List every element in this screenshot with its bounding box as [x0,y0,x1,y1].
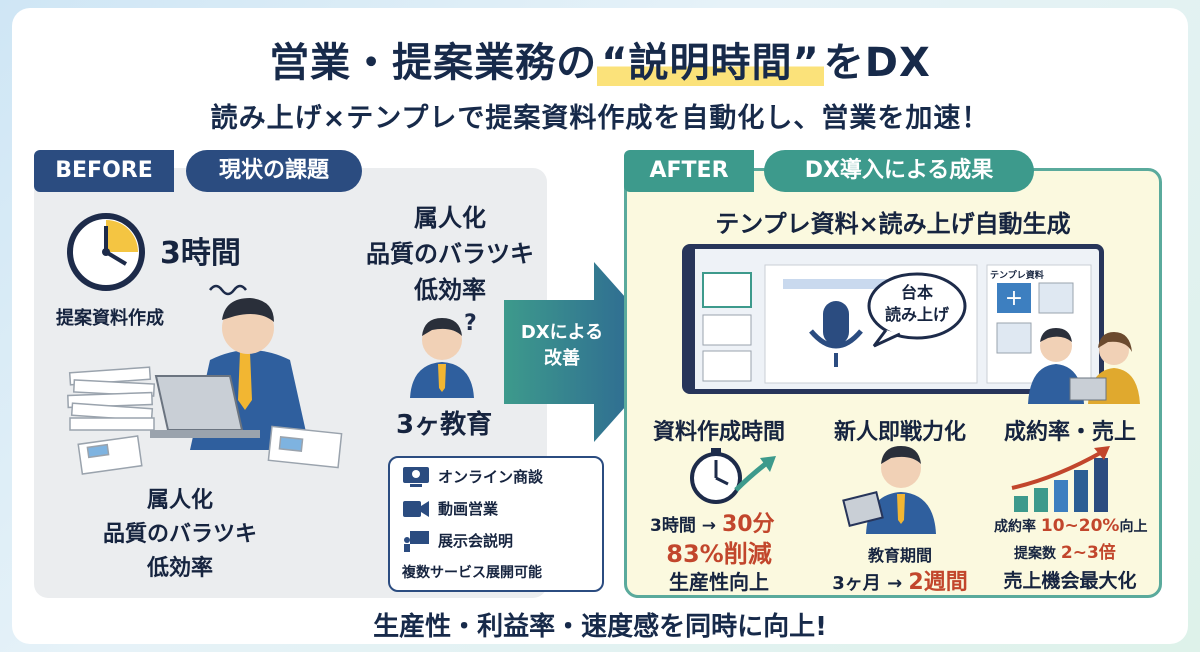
metric-3-proposal-value: 2~3倍 [1060,543,1116,563]
metric-2-title: 新人即戦力化 [833,420,966,445]
channel-online: オンライン商談 [438,468,544,486]
metric-3-proposal: 提案数 2~3倍 [1014,538,1116,563]
confused-trainee-illustration: ? [410,311,477,398]
title-pre: 営業・提案業務の [269,40,598,86]
bottom-message: 生産性・利益率・速度感を同時に向上! [373,612,827,642]
trainee-tablet-illustration [842,446,936,534]
business-people-illustration [1028,328,1140,404]
issue-top-1: 属人化 [414,204,486,232]
metric-3-proposal-label: 提案数 [1014,546,1056,562]
title-highlight: “説明時間” [597,40,824,86]
issue-bottom-3: 低効率 [146,556,213,581]
clock-icon [67,213,145,291]
stressed-worker-illustration [67,284,343,475]
channel-presentation: 展示会説明 [438,532,514,550]
channels-box: オンライン商談 動画営業 展示会説明 複数サービス展開可能 [388,456,604,592]
arrow-line-1: DXによる [520,322,604,343]
arrow-label: DXによる 改善 [504,320,620,372]
video-icon [403,501,429,517]
issues-bottom: 属人化 品質のバラツキ 低効率 [90,484,270,586]
page-subtitle: 読み上げ×テンプレで提案資料作成を自動化し、営業を加速！ [210,103,990,134]
metric-1-note: 生産性向上 [669,570,769,594]
metric-3-rate-suffix: 向上 [1119,519,1148,535]
title-post: をDX [823,40,931,86]
online-meeting-icon [403,467,429,487]
issue-bottom-2: 品質のバラツキ [102,522,257,547]
template-label: テンプレ資料 [990,271,1044,281]
metric-3-rate: 成約率 10~20%向上 [994,516,1147,536]
metric-1-to: 30分 [721,512,775,537]
issues-top: 属人化 品質のバラツキ 低効率 [360,200,540,308]
arrow-line-2: 改善 [544,348,580,369]
metric-1-reduction: 83%削減 [666,540,772,568]
before-training: 3ヶ教育 [396,410,493,440]
metric-1-change: 3時間 → 30分 [650,512,775,537]
issue-top-3: 低効率 [414,276,486,304]
presentation-icon [404,531,429,552]
bubble-line-2: 読み上げ [884,305,949,324]
page-title: 営業・提案業務の“説明時間”をDX [0,30,1200,88]
channels-footer: 複数サービス展開可能 [402,565,542,581]
before-time-value: 3時間 [160,236,241,271]
metric-3-title: 成約率・売上 [1003,420,1136,445]
metric-3-rate-value: 10~20% [1040,516,1120,536]
before-tag: BEFORE [34,150,174,192]
microphone-icon [809,301,863,367]
issue-top-2: 品質のバラツキ [366,240,534,268]
metric-3-note: 売上機会最大化 [1003,570,1137,592]
after-headline: テンプレ資料×読み上げ自動生成 [715,210,1071,238]
metric-3-rate-label: 成約率 [994,519,1036,535]
metric-2-from: 3ヶ月 [832,573,881,594]
before-task-label: 提案資料作成 [56,308,164,329]
metric-1-title: 資料作成時間 [652,420,785,445]
stopwatch-icon [690,448,776,504]
before-header: 現状の課題 [186,150,362,192]
growth-chart-icon [1011,446,1110,512]
issue-bottom-1: 属人化 [146,488,213,513]
after-header: DX導入による成果 [764,150,1034,192]
after-tag: AFTER [624,150,754,192]
speech-bubble [867,272,967,348]
metric-2-to: 2週間 [908,570,968,595]
bubble-text: 台本 読み上げ [866,282,968,326]
bubble-line-1: 台本 [900,283,933,302]
metric-2-change: 3ヶ月 → 2週間 [832,570,968,595]
svg-text:?: ? [464,311,477,336]
svg-text:+: + [1005,286,1023,311]
metric-1-from: 3時間 [650,516,696,536]
metric-2-line1: 教育期間 [867,546,932,565]
channel-video: 動画営業 [438,500,499,518]
